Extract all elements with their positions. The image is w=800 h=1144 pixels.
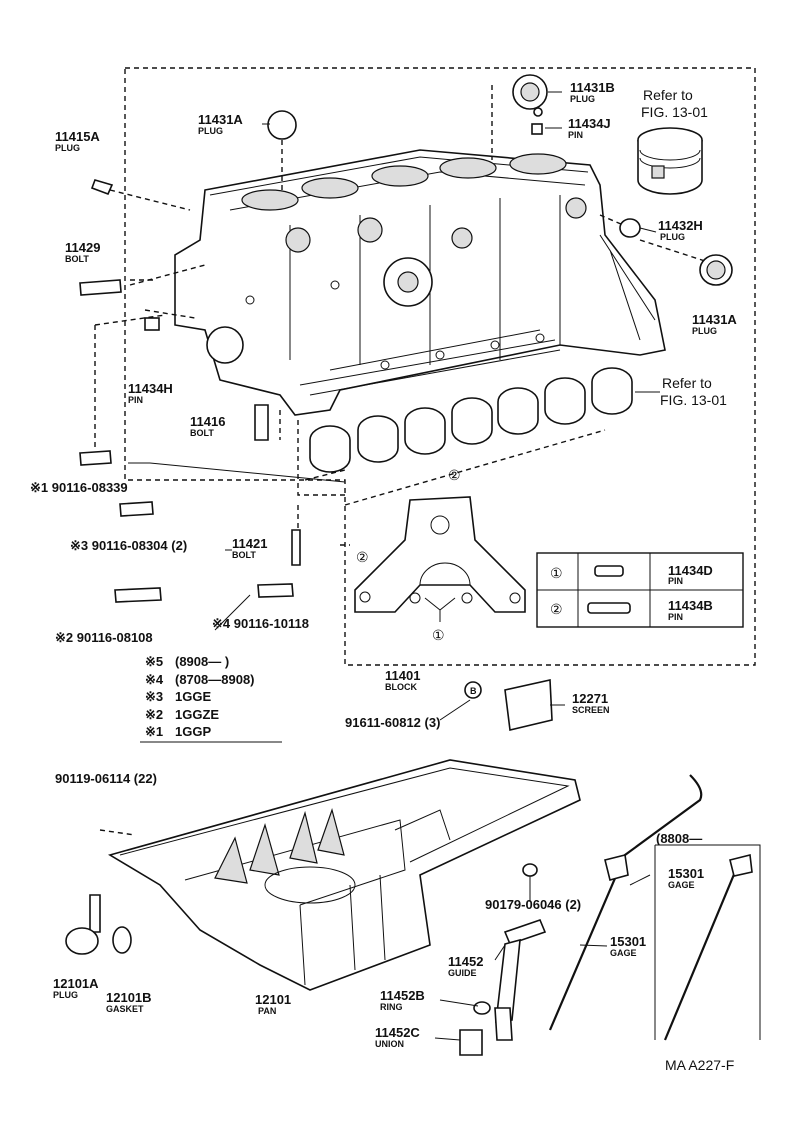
sub-11431a-top: PLUG <box>198 126 223 136</box>
legend-text-5: (8908— ) <box>175 654 229 669</box>
sub-11431b: PLUG <box>570 94 595 104</box>
label-12101a: 12101A <box>53 976 99 991</box>
bearing-cap-plate <box>354 496 526 622</box>
sub-11431a-right: PLUG <box>692 326 717 336</box>
dipstick-illustration <box>548 774 703 1031</box>
sub-12101a: PLUG <box>53 990 78 1000</box>
label-11415a: 11415A <box>55 129 100 144</box>
pin-table <box>536 552 744 628</box>
legend-text-3: 1GGE <box>175 689 211 704</box>
label-11434j: 11434J <box>568 116 611 131</box>
legend-text-1: 1GGP <box>175 724 211 739</box>
sub-12101b: GASKET <box>106 1004 144 1014</box>
label-11452b: 11452B <box>380 988 425 1003</box>
bearing-ref-line2: FIG. 13-01 <box>660 392 727 408</box>
table-name-1: PIN <box>668 576 683 586</box>
label-11431a-top: 11431A <box>198 112 243 127</box>
sub-12101: PAN <box>258 1006 276 1016</box>
sub-11452b: RING <box>380 1002 403 1012</box>
small-parts-upper <box>79 74 733 603</box>
legend-mark-5: ※5 <box>145 654 163 669</box>
table-number-2: 11434B <box>668 598 713 613</box>
piston-illustration <box>637 127 703 195</box>
sub-15301-inset: GAGE <box>668 880 695 890</box>
callout-2-left: ② <box>356 549 369 565</box>
sub-11401: BLOCK <box>385 682 417 692</box>
label-91611: 91611-60812 (3) <box>345 715 440 730</box>
sub-11416: BOLT <box>190 428 214 438</box>
label-12101: 12101 <box>255 992 291 1007</box>
sub-11452: GUIDE <box>448 968 477 978</box>
label-15301-inset: 15301 <box>668 866 704 881</box>
table-number-1: 11434D <box>668 563 713 578</box>
leader-lines <box>94 85 709 546</box>
legend-mark-4: ※4 <box>145 672 164 687</box>
legend-text-4: (8708—8908) <box>175 672 255 687</box>
sub-11421: BOLT <box>232 550 256 560</box>
sub-11429: BOLT <box>65 254 89 264</box>
legend-mark-1: ※1 <box>145 724 163 739</box>
callout-2-top: ② <box>448 467 461 483</box>
callout-1-bottom: ① <box>432 627 445 643</box>
label-11416: 11416 <box>190 414 225 429</box>
piston-ref-line2: FIG. 13-01 <box>641 104 708 120</box>
label-11452: 11452 <box>448 954 483 969</box>
legend-mark-2: ※2 <box>145 707 163 722</box>
label-11401: 11401 <box>385 668 420 683</box>
label-11434h: 11434H <box>128 381 173 396</box>
sub-11432h: PLUG <box>660 232 685 242</box>
fastener-4: ※4 90116-10118 <box>212 616 309 631</box>
sub-11434j: PIN <box>568 130 583 140</box>
table-callout-2: ② <box>550 601 563 617</box>
label-11431b: 11431B <box>570 80 615 95</box>
fastener-1: ※1 90116-08339 <box>30 480 128 495</box>
label-15301: 15301 <box>610 934 646 949</box>
dipstick-inset <box>654 844 761 1041</box>
cylinder-block-illustration <box>174 149 666 416</box>
callout-b: B <box>470 686 477 696</box>
label-90179: 90179-06046 (2) <box>485 897 581 912</box>
label-90119: 90119-06114 (22) <box>55 771 157 786</box>
label-12101b: 12101B <box>106 990 152 1005</box>
small-parts-lower <box>65 679 553 1056</box>
fastener-2: ※2 90116-08108 <box>55 630 153 645</box>
label-11432h: 11432H <box>658 218 703 233</box>
sub-11434h: PIN <box>128 395 143 405</box>
bearing-ref-line1: Refer to <box>662 375 712 391</box>
table-name-2: PIN <box>668 612 683 622</box>
sub-15301: GAGE <box>610 948 637 958</box>
legend-mark-3: ※3 <box>145 689 163 704</box>
label-11429: 11429 <box>65 240 100 255</box>
main-bearing-shells <box>309 367 660 473</box>
sub-11452c: UNION <box>375 1039 404 1049</box>
oil-pan-illustration <box>107 759 581 991</box>
label-11421: 11421 <box>232 536 267 551</box>
sub-12271: SCREEN <box>572 705 610 715</box>
sub-11415a: PLUG <box>55 143 80 153</box>
label-11431a-right: 11431A <box>692 312 737 327</box>
legend-text-2: 1GGZE <box>175 707 219 722</box>
block-boundary <box>124 67 756 666</box>
piston-ref-line1: Refer to <box>643 87 693 103</box>
figure-code: MA A227-F <box>665 1057 734 1073</box>
label-11452c: 11452C <box>375 1025 420 1040</box>
fastener-3: ※3 90116-08304 (2) <box>70 538 187 553</box>
table-callout-1: ① <box>550 565 563 581</box>
inset-range: (8808— <box>656 831 702 846</box>
label-leaders <box>214 91 657 1041</box>
label-12271: 12271 <box>572 691 608 706</box>
